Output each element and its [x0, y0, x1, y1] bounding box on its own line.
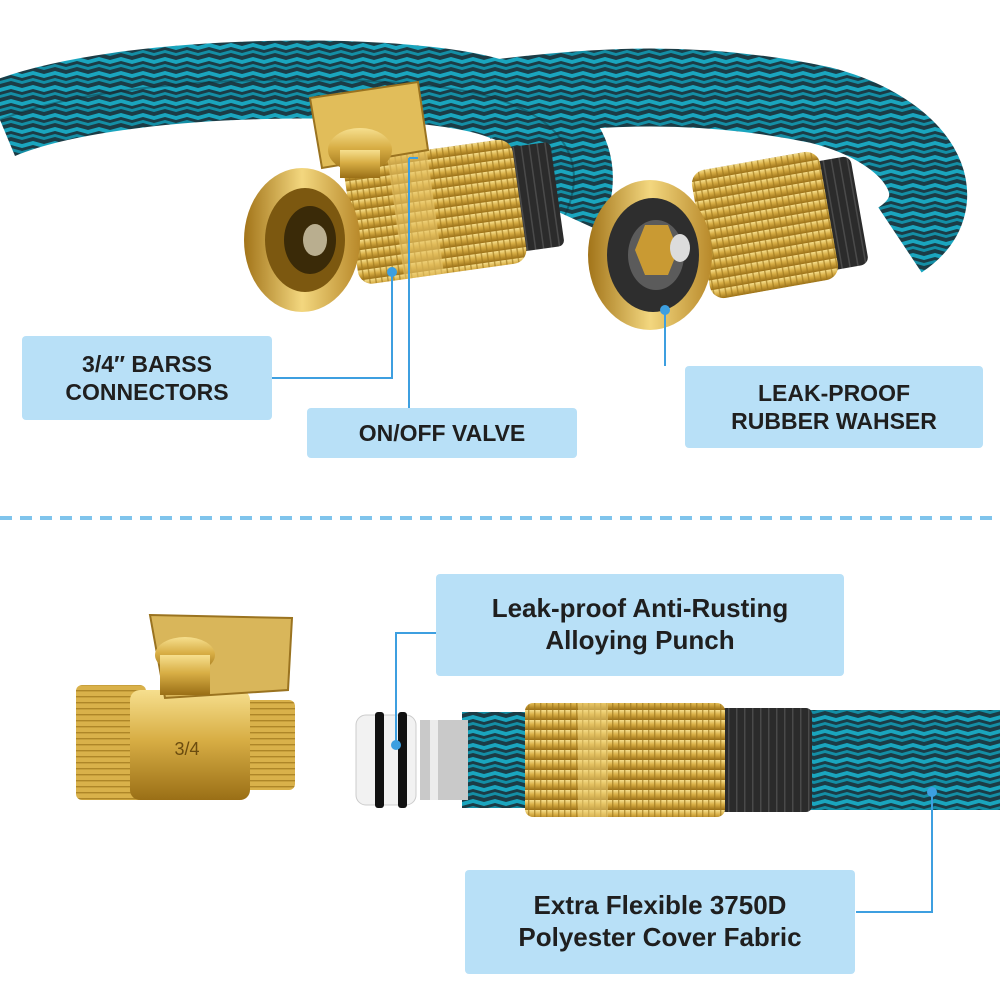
valve-engraving: 3/4: [174, 739, 199, 759]
callout-on-off-valve-text: ON/OFF VALVE: [358, 419, 526, 446]
callout-on-off-valve: ON/OFF VALVE: [307, 408, 577, 458]
bottom-leader-lines: [391, 632, 937, 913]
callout-rubber-washer: LEAK-PROOF RUBBER WAHSER: [685, 366, 983, 448]
valve-connector: [244, 80, 564, 312]
looped-hose: [0, 40, 968, 273]
callout-cover-fabric: Extra Flexible 3750D Polyester Cover Fab…: [465, 870, 855, 974]
callout-rubber-washer-text: LEAK-PROOF RUBBER WAHSER: [731, 379, 937, 434]
top-leader-lines: [272, 157, 670, 408]
washer-connector: [588, 151, 868, 330]
callout-alloying-punch-text: Leak-proof Anti-Rusting Alloying Punch: [491, 593, 789, 655]
callout-brass-connectors: 3/4″ BARSS CONNECTORS: [22, 336, 272, 420]
brass-valve: 3/4: [76, 613, 295, 800]
straight-hose: [355, 703, 1000, 817]
callout-alloying-punch: Leak-proof Anti-Rusting Alloying Punch: [436, 574, 844, 676]
callout-cover-fabric-text: Extra Flexible 3750D Polyester Cover Fab…: [518, 890, 802, 952]
callout-brass-connectors-text: 3/4″ BARSS CONNECTORS: [65, 350, 229, 405]
